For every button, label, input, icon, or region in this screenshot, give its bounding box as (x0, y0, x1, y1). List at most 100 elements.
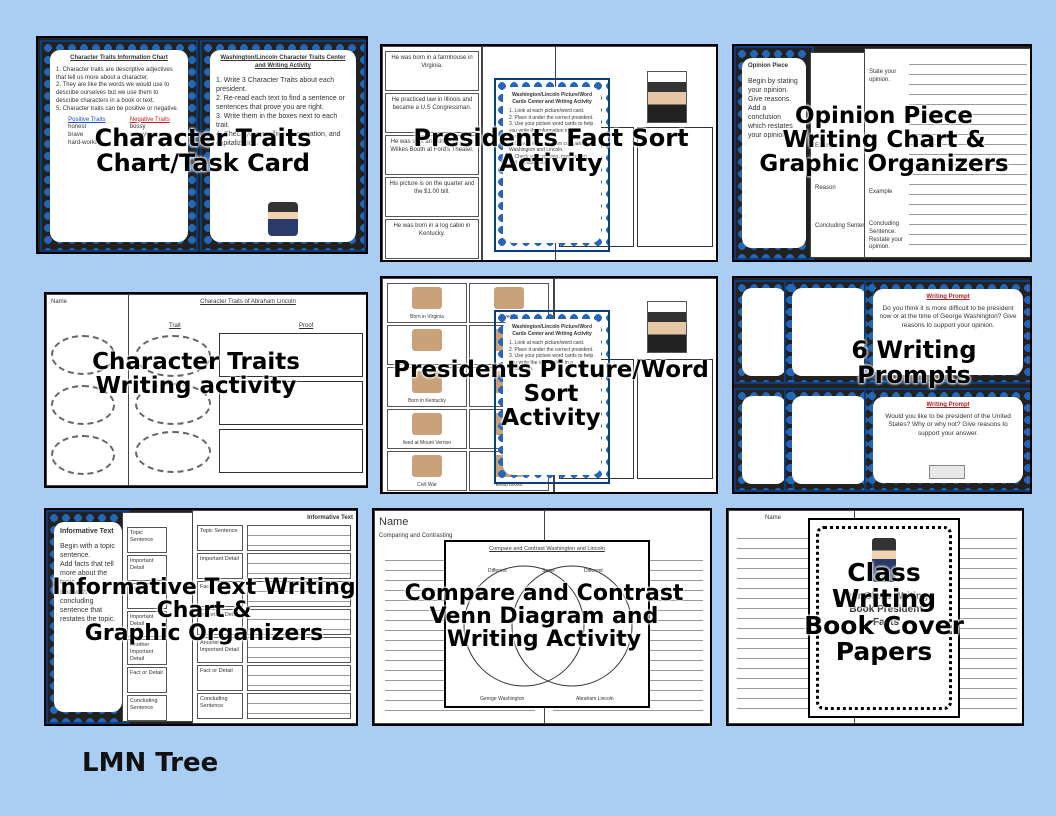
venn-right-name: Abraham Lincoln (576, 696, 614, 702)
informative-label-box: Fact or Detail (197, 665, 243, 691)
venn-diagram-sheet: Compare and Contrast Washington and Linc… (444, 540, 650, 708)
picture-word-label: Born in Virginia (410, 313, 444, 320)
informative-label: Another Important Detail (200, 640, 239, 654)
tile-title-informative-text: Informative Text Writing Chart & Graphic… (52, 575, 356, 647)
picture-word-label: Read books (495, 481, 523, 488)
informative-label: Fact (130, 586, 141, 592)
informative-label-box: Important Detail (197, 553, 243, 579)
informative-card: Informative Text Begin with a topic sent… (46, 510, 130, 724)
informative-label-box: Important Detail (127, 555, 167, 581)
fact-card[interactable]: He was born in a farmhouse in Virginia. (385, 51, 479, 91)
tile-venn[interactable]: Name Comparing and Contrasting Compare a… (372, 508, 712, 726)
negative-traits-list: bossy annoying lazy (129, 124, 155, 146)
opinion-sheet-label: Concluding Sentence (815, 223, 873, 229)
fact-card[interactable]: He was born in a log cabin in Kentucky. (385, 219, 479, 259)
picture-word-cell[interactable]: Born in Kentucky (387, 367, 467, 407)
name-label: Name (765, 515, 782, 521)
tile-title-character-traits-chart: Character Traits Chart/Task Card (94, 124, 312, 178)
venn-different-label: Different (488, 568, 507, 574)
opinion-sheet-label: Example (815, 143, 839, 149)
tile-title-character-writing: Character Traits Writing activity (92, 349, 300, 400)
tile-title-book-cover: Class Writing Book Cover Papers (804, 558, 964, 666)
picture-word-label: Born in Kentucky (408, 397, 446, 404)
informative-label-box: Another Important Detail (127, 639, 167, 665)
tile-character-traits-chart[interactable]: Character Traits Information Chart 1. Ch… (36, 36, 368, 254)
informative-label: Another Important Detail (130, 642, 154, 663)
tile-writing-prompts[interactable]: Writing Prompt Do you think it is more d… (732, 276, 1032, 494)
book-cover-text: Our Class Writing Book President Facts (843, 591, 929, 628)
informative-label-box: Concluding Sentence (197, 693, 243, 719)
prompt-card-1: Writing Prompt Do you think it is more d… (864, 280, 1030, 384)
white-house-icon (929, 465, 965, 479)
opinion-card-lines: Begin by stating your opinion. Give reas… (748, 77, 798, 140)
picture-word-cell[interactable]: Civil War (387, 451, 467, 491)
venn-heading: Compare and Contrast Washington and Linc… (489, 546, 605, 552)
informative-label: Fact or Detail (130, 670, 163, 676)
character-traits-chart-card: Character Traits Information Chart 1. Ch… (40, 40, 198, 252)
picture-word-card-heading: Washington/Lincoln Picture/Word Cards Ce… (512, 324, 592, 337)
tile-informative-text[interactable]: Informative Text Begin with a topic sent… (44, 508, 358, 726)
tile-opinion-piece[interactable]: Opinion Piece Begin by stating your opin… (732, 44, 1032, 262)
informative-label: Fact or Detail (200, 668, 233, 674)
tile-title-picture-word-sort: Presidents Picture/Word Sort Activity (393, 357, 709, 432)
picture-icon (412, 287, 442, 309)
tile-fact-sort[interactable]: He was born in a farmhouse in Virginia.H… (380, 44, 718, 262)
informative-label-box: Topic Sentence (197, 525, 243, 551)
informative-label-box: Important Detail (197, 609, 243, 635)
tile-title-venn: Compare and Contrast Venn Diagram and Wr… (404, 581, 684, 653)
character-writing-heading: Character Traits of Abraham Lincoln (200, 299, 296, 305)
presidents-clipart-icon (268, 202, 298, 236)
opinion-sheet-2: State your opinion. Example Concluding S… (864, 48, 1030, 258)
opinion-sheet-label: Concluding Sentence: Restate your opinio… (869, 221, 904, 251)
venn-different-label: Different (584, 568, 603, 574)
informative-label: Topic Sentence (130, 530, 154, 544)
informative-label-box: Another Important Detail (197, 637, 243, 663)
fact-card[interactable]: He was shot and killed by John Wilkes Bo… (385, 135, 479, 175)
informative-card-heading: Informative Text (60, 528, 114, 535)
col-proof-label: Proof (299, 323, 314, 329)
tile-title-fact-sort: Presidents Fact Sort Activity (413, 124, 689, 178)
character-traits-task-card: Washington/Lincoln Character Traits Cent… (200, 40, 366, 252)
lincoln-portrait-icon (647, 71, 687, 123)
task-lines: 1. Write 3 Character Traits about each p… (216, 76, 345, 148)
prompt-card-2: Writing Prompt Would you like to be pres… (864, 388, 1030, 492)
opinion-sheet-label: State your opinion. (869, 69, 897, 83)
fact-sort-card-heading: Washington/Lincoln Picture/Word Cards Ce… (512, 92, 592, 105)
name-label: Name (379, 516, 409, 528)
opinion-card-heading: Opinion Piece (748, 63, 789, 69)
picture-word-card-lines: 1. Look at each picture/word card. 2. Pl… (509, 340, 594, 372)
informative-label: Concluding Sentence (130, 698, 158, 712)
name-label: Name (51, 299, 68, 305)
informative-label: Concluding Sentence (200, 696, 228, 710)
informative-label: Important Detail (130, 558, 154, 572)
picture-word-cell[interactable]: Born in Virginia (387, 283, 467, 323)
col-trait-label: Trait (169, 323, 181, 329)
tile-picture-word-sort[interactable]: Born in VirginiaLived atBorn in Kentucky… (380, 276, 718, 494)
fact-card[interactable]: He practiced law in Illinois and became … (385, 93, 479, 133)
book-cover-sheet: Our Class Writing Book President Facts (808, 518, 960, 718)
venn-sheet-heading: Comparing and Contrasting (379, 533, 453, 540)
tile-book-cover[interactable]: Name Our Class Writing Book President Fa… (726, 508, 1024, 726)
character-writing-sheet-1: Name (46, 294, 134, 486)
informative-label-box: Fact (127, 583, 167, 609)
fact-card[interactable]: His picture is on the quarter and the $1… (385, 177, 479, 217)
informative-label-box: Concluding Sentence (127, 695, 167, 721)
tile-title-opinion-piece: Opinion Piece Writing Chart & Graphic Or… (759, 103, 1009, 178)
picture-word-cell[interactable] (387, 325, 467, 365)
picture-icon (412, 371, 442, 393)
informative-label-box: Fact (197, 581, 243, 607)
picture-word-cell[interactable]: lived at Mount Vernon (387, 409, 467, 449)
fact-sort-card-lines: 1. Look at each picture/word card. 2. Pl… (509, 108, 594, 166)
task-heading: Washington/Lincoln Character Traits Cent… (220, 55, 346, 69)
positive-traits-list: honest brave hard-working (68, 124, 103, 146)
chart-heading: Character Traits Information Chart (70, 55, 168, 61)
fact-sort-card: Washington/Lincoln Picture/Word Cards Ce… (494, 78, 610, 252)
informative-label: Fact (200, 584, 211, 590)
character-writing-sheet-2: Character Traits of Abraham Lincoln Trai… (128, 294, 366, 486)
picture-icon (412, 413, 442, 435)
informative-sheet-heading: Informative Text (307, 515, 353, 521)
informative-label: Important Detail (200, 556, 239, 562)
prompt-heading: Writing Prompt (926, 294, 970, 300)
tile-character-writing[interactable]: Name Character Traits of Abraham Lincoln… (44, 292, 368, 488)
